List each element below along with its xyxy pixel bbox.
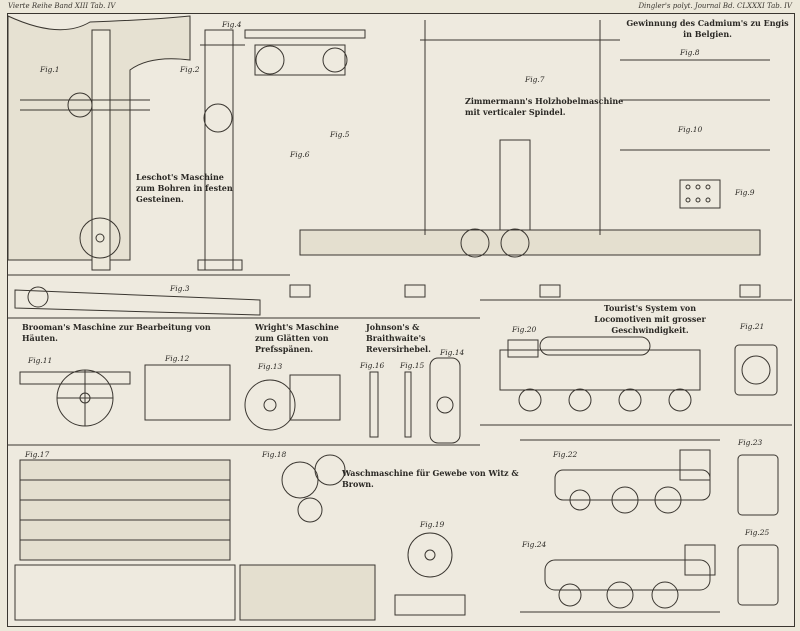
fig3-drill-carriage <box>14 286 261 316</box>
fig14-16-reversing-lever <box>369 357 461 444</box>
fig-label: Fig.6 <box>290 150 310 159</box>
fig-label: Fig.9 <box>735 188 755 197</box>
fig19-washing-machine-side <box>394 532 466 616</box>
fig23-25-wheelsets <box>737 454 779 606</box>
caption-waschmaschine: Waschmaschine für Gewebe von Witz & Brow… <box>342 468 519 489</box>
fig-label: Fig.18 <box>262 450 287 459</box>
fig-label: Fig.20 <box>512 325 537 334</box>
fig20-locomotive <box>499 336 701 412</box>
fig-label: Fig.25 <box>745 528 770 537</box>
fig9-retort-grid <box>620 59 770 209</box>
fig12-frame <box>144 364 231 421</box>
fig-label: Fig.17 <box>25 450 50 459</box>
fig7-planing-machine <box>289 20 761 298</box>
fig-label: Fig.11 <box>28 356 53 365</box>
fig-label: Fig.5 <box>330 130 350 139</box>
fig-label: Fig.7 <box>525 75 545 84</box>
fig-label: Fig.24 <box>522 540 547 549</box>
fig21-locomotive-front <box>734 344 778 396</box>
fig-label: Fig.14 <box>440 348 465 357</box>
fig-label: Fig.8 <box>680 48 700 57</box>
fig-label: Fig.2 <box>180 65 200 74</box>
fig-label: Fig.10 <box>678 125 703 134</box>
caption-cadmium: Gewinnung des Cadmium's zu Engis in Belg… <box>626 18 789 39</box>
caption-tourasse: Tourist's System von Locomotiven mit gro… <box>594 303 706 335</box>
plate-header-left: Vierte Reihe Band XIII Tab. IV <box>8 2 116 10</box>
caption-brooman: Brooman's Maschine zur Bearbeitung von H… <box>22 322 211 343</box>
fig24-locomotive <box>520 544 720 613</box>
fig4-gearing <box>244 29 366 76</box>
caption-wright: Wright's Maschine zum Glätten von Prefss… <box>255 322 339 354</box>
fig-label: Fig.16 <box>360 361 385 370</box>
fig2-drill-side <box>197 29 245 271</box>
fig-label: Fig.21 <box>740 322 765 331</box>
fig-label: Fig.4 <box>222 20 242 29</box>
caption-leschot: Leschot's Maschine zum Bohren in festen … <box>136 172 233 204</box>
fig17-brooman-machine <box>14 459 236 621</box>
fig13-glazing <box>244 374 341 431</box>
fig-label: Fig.15 <box>400 361 425 370</box>
caption-zimmermann: Zimmermann's Holzhobelmaschine mit verti… <box>465 96 624 117</box>
fig1-drill <box>7 15 191 271</box>
fig-label: Fig.19 <box>420 520 445 529</box>
fig-label: Fig.13 <box>258 362 283 371</box>
fig-label: Fig.23 <box>738 438 763 447</box>
fig11-wheel <box>19 369 131 427</box>
fig18-washing-machine <box>239 454 376 621</box>
plate-header-right: Dingler's polyt. Journal Bd. CLXXXI Tab.… <box>638 2 792 10</box>
fig-label: Fig.1 <box>40 65 60 74</box>
caption-johnson: Johnson's & Braithwaite's Reversirhebel. <box>366 322 431 354</box>
fig-label: Fig.3 <box>170 284 190 293</box>
fig-label: Fig.22 <box>553 450 578 459</box>
fig22-locomotive <box>520 439 720 514</box>
fig-label: Fig.12 <box>165 354 190 363</box>
